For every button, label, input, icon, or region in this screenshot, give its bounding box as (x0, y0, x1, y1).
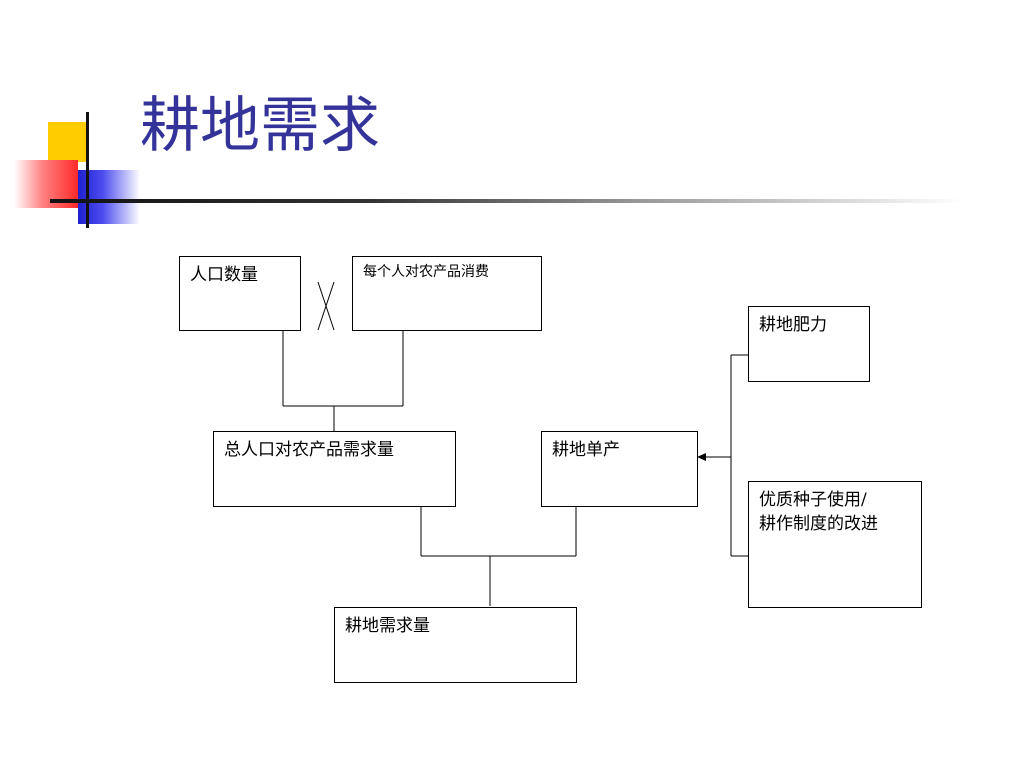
slide-title: 耕地需求 (140, 91, 380, 161)
box-consumption-per-person: 每个人对农产品消费 (352, 256, 542, 331)
box-land-demand: 耕地需求量 (334, 607, 577, 683)
box-total-demand: 总人口对农产品需求量 (213, 431, 456, 507)
box-fertility: 耕地肥力 (748, 306, 870, 382)
decor-horizontal-rule (50, 199, 964, 203)
decor-yellow-square (48, 122, 88, 162)
decor-vertical-line (86, 112, 89, 228)
box-population: 人口数量 (179, 256, 301, 331)
multiply-cross-line-b (317, 281, 335, 331)
box-unit-yield: 耕地单产 (541, 431, 698, 507)
seeds-line-2: 耕作制度的改进 (759, 514, 878, 534)
arrowhead-unit-yield (697, 453, 706, 461)
box-seeds-improvement: 优质种子使用/ 耕作制度的改进 (748, 481, 922, 608)
seeds-line-1: 优质种子使用/ (759, 490, 867, 510)
